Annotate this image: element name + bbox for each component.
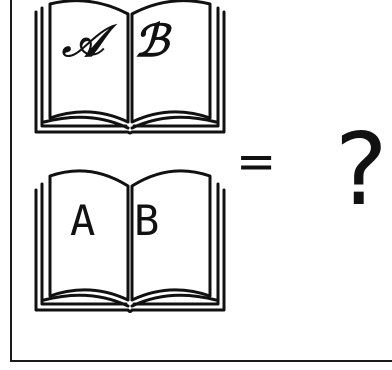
open-book-icon-top xyxy=(34,0,226,135)
puzzle-frame xyxy=(10,0,392,362)
bottom-book-left-glyph: A xyxy=(70,196,96,245)
question-mark: ? xyxy=(330,111,391,228)
equals-sign: = xyxy=(236,134,277,190)
open-book-icon-bottom xyxy=(34,169,226,313)
bottom-book-right-glyph: B xyxy=(134,196,160,245)
top-book-right-glyph: ℬ xyxy=(134,16,169,67)
top-book-left-glyph: 𝒜 xyxy=(62,16,104,67)
